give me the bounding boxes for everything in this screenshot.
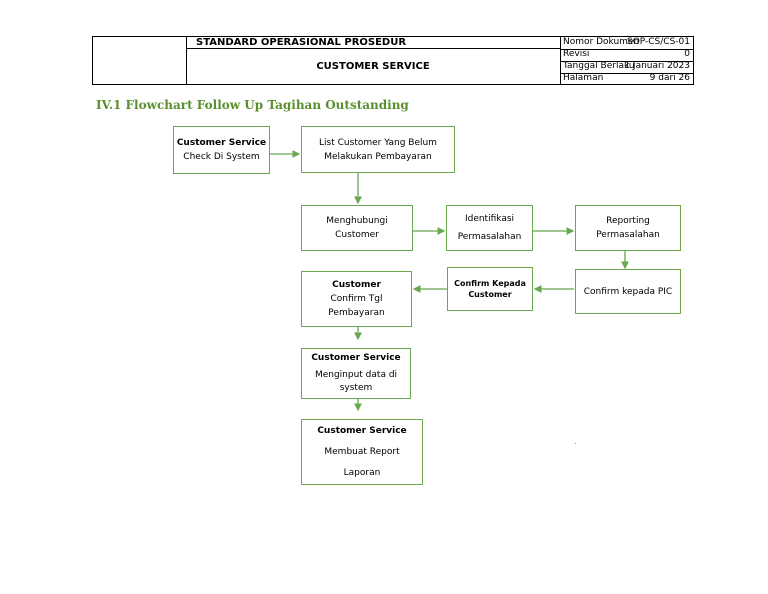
info-row: Revisi 0 [561, 49, 693, 62]
node-text: Confirm Tgl Pembayaran [328, 294, 385, 318]
node-menghubungi-customer: Menghubungi Customer [301, 205, 413, 251]
node-text: Confirm Kepada [454, 279, 526, 288]
node-check-system: Customer Service Check Di System [173, 126, 270, 174]
node-actor: Customer Service [311, 353, 401, 363]
node-text: List Customer Yang Belum [319, 137, 437, 148]
title-cell: STANDARD OPERASIONAL PROSEDUR CUSTOMER S… [186, 37, 561, 84]
node-text: system [339, 383, 373, 393]
node-text: Permasalahan [457, 232, 522, 242]
node-reporting: Reporting Permasalahan [575, 205, 681, 251]
node-text: Menginput data di [314, 370, 398, 380]
node-confirm-pic: Confirm kepada PIC [575, 269, 681, 314]
info-value: 0 [684, 49, 690, 59]
node-text: Customer [468, 290, 512, 299]
info-value: 1 Januari 2023 [624, 61, 690, 71]
info-key: Tanggal Berlaku [563, 61, 635, 71]
stray-mark [575, 443, 576, 444]
node-actor: Customer Service [176, 138, 267, 148]
node-text: Permasalahan [596, 230, 660, 240]
logo-cell [93, 37, 187, 84]
info-row: Tanggal Berlaku 1 Januari 2023 [561, 61, 693, 74]
node-text: Menghubungi [326, 216, 388, 226]
node-text: Confirm kepada PIC [583, 286, 673, 297]
document-subtitle: CUSTOMER SERVICE [316, 61, 430, 72]
node-text: Laporan [343, 467, 381, 478]
info-value: SOP-CS/CS-01 [627, 37, 690, 47]
node-text: Membuat Report [324, 446, 400, 457]
node-list-customer: List Customer Yang Belum Melakukan Pemba… [301, 126, 455, 173]
info-key: Nomor Dokumen [563, 37, 640, 47]
node-actor: Customer [332, 280, 381, 290]
document-title: STANDARD OPERASIONAL PROSEDUR [186, 37, 560, 49]
document-header-table: STANDARD OPERASIONAL PROSEDUR CUSTOMER S… [92, 36, 694, 85]
info-key: Revisi [563, 49, 590, 59]
node-text: Reporting [606, 216, 650, 226]
document-info-cell: Nomor Dokumen SOP-CS/CS-01 Revisi 0 Tang… [561, 37, 693, 84]
node-actor: Customer Service [317, 425, 407, 436]
node-customer-confirm-date: Customer Confirm Tgl Pembayaran [301, 271, 412, 327]
info-row: Nomor Dokumen SOP-CS/CS-01 [561, 37, 693, 50]
node-text: Customer [335, 230, 379, 240]
node-input-data: Customer Service Menginput data di syste… [301, 348, 411, 399]
node-text: Identifikasi [464, 214, 515, 224]
info-value: 9 dari 26 [649, 73, 690, 83]
node-text: Melakukan Pembayaran [324, 151, 432, 162]
info-row: Halaman 9 dari 26 [561, 73, 693, 84]
node-membuat-report: Customer Service Membuat Report Laporan [301, 419, 423, 485]
section-title: IV.1 Flowchart Follow Up Tagihan Outstan… [96, 98, 409, 112]
node-confirm-customer: Confirm Kepada Customer [447, 267, 533, 311]
node-identifikasi: Identifikasi Permasalahan [446, 205, 533, 251]
info-key: Halaman [563, 73, 604, 83]
node-text: Check Di System [183, 152, 260, 162]
